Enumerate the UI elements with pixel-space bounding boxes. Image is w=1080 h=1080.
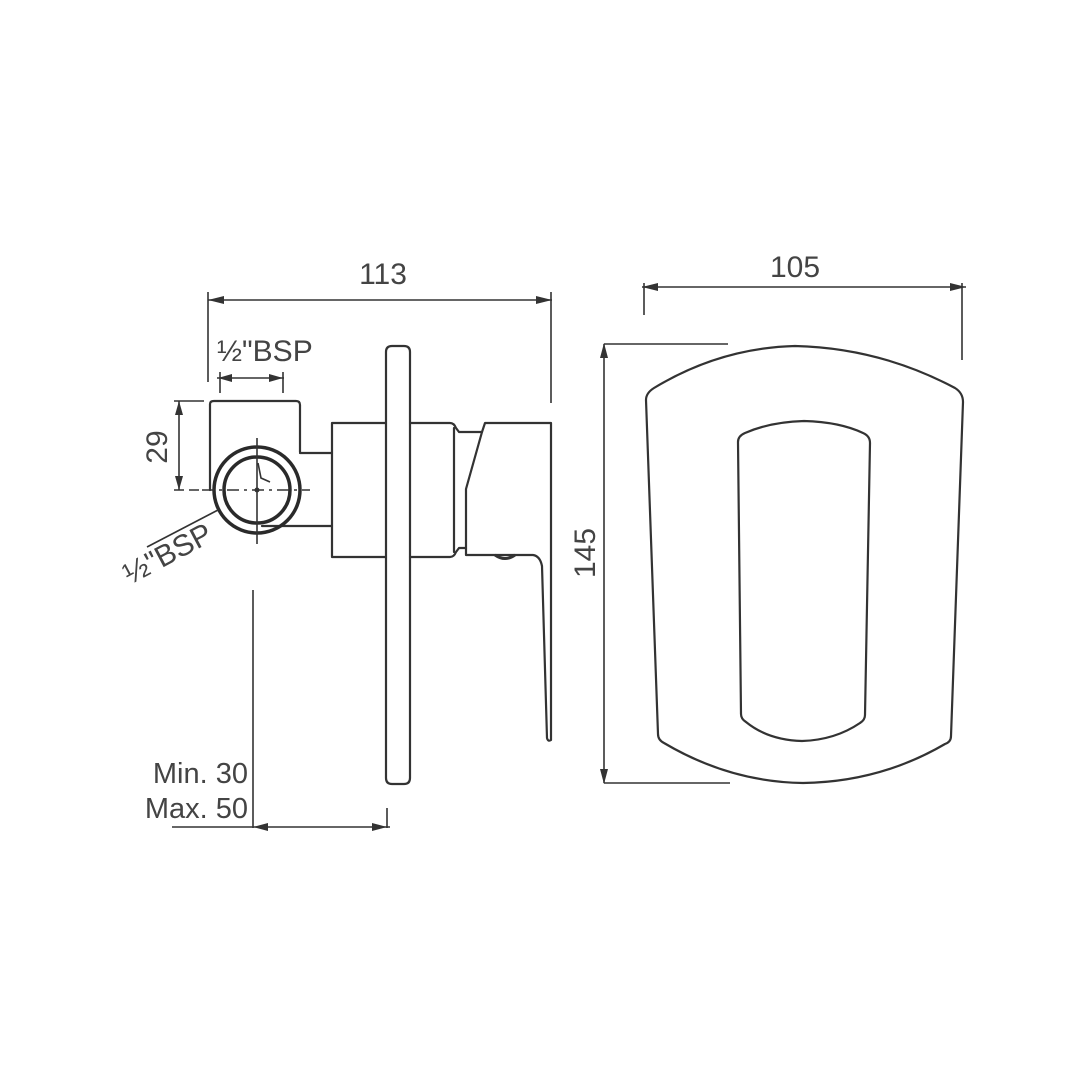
dimension-105: 105 xyxy=(642,251,966,360)
escutcheon-side xyxy=(384,344,412,786)
top-inlet-label: ½"BSP xyxy=(217,335,313,368)
escutcheon-front-outer xyxy=(644,344,965,785)
wall-depth-min-label: Min. 30 xyxy=(153,758,248,790)
valve-body xyxy=(330,421,388,559)
dimension-145: 145 xyxy=(569,343,730,784)
handle-side xyxy=(464,421,553,742)
dimension-113: 113 xyxy=(207,258,552,403)
front-view: 105 145 xyxy=(569,251,966,785)
front-body xyxy=(408,421,484,559)
dimension-29: 29 xyxy=(141,400,204,490)
dimension-label-29: 29 xyxy=(141,430,174,463)
wall-depth-max-label: Max. 50 xyxy=(145,793,248,825)
dimension-top-inlet: ½"BSP xyxy=(217,335,313,393)
dimension-label-145: 145 xyxy=(569,528,602,578)
dimension-label-105: 105 xyxy=(770,251,820,284)
dimension-label-113: 113 xyxy=(359,258,407,291)
handle-front-inner xyxy=(736,419,872,743)
valve-body-top xyxy=(208,399,302,492)
side-inlet-leader: ½"BSP xyxy=(118,509,219,591)
side-inlet-fitting xyxy=(174,438,310,544)
side-inlet-label: ½"BSP xyxy=(118,517,218,591)
side-view: 113 ½"BSP 29 xyxy=(118,258,553,831)
dimension-wall-depth: Min. 30 Max. 50 xyxy=(145,758,390,831)
